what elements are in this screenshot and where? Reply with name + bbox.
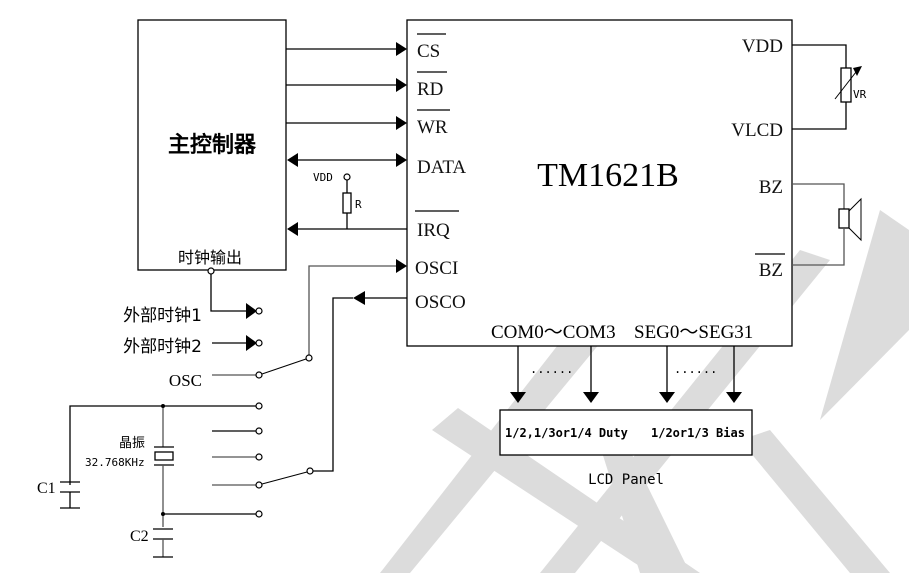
buzzer-body bbox=[838, 208, 850, 229]
bz-wire bbox=[792, 183, 845, 209]
ext-clock-2-label: 外部时钟2 bbox=[123, 337, 202, 357]
data-arrow-left bbox=[287, 153, 298, 167]
irq-arrow bbox=[287, 222, 298, 236]
crystal-node-2 bbox=[255, 427, 263, 435]
vlcd-wire bbox=[792, 102, 847, 130]
crystal: 晶振 32.768KHz bbox=[85, 404, 174, 527]
clock-output-label: 时钟输出 bbox=[178, 248, 242, 267]
main-controller-title: 主控制器 bbox=[168, 132, 257, 158]
wr-arrow bbox=[396, 116, 407, 130]
vdd-wire bbox=[792, 44, 847, 68]
crystal-node-3 bbox=[255, 453, 263, 461]
right-pins: VDD VLCD BZ BZ bbox=[731, 36, 785, 281]
resistor-r bbox=[342, 192, 352, 214]
oscillator-wiring bbox=[308, 259, 407, 472]
clock-selector: 外部时钟1 外部时钟2 OSC bbox=[69, 303, 314, 518]
lcd-panel-box bbox=[499, 409, 753, 456]
seg-arrow-last bbox=[726, 392, 742, 403]
pin-cs: CS bbox=[417, 41, 440, 62]
pin-data: DATA bbox=[417, 157, 466, 178]
ext-clock-2-node bbox=[255, 339, 263, 347]
vr-arrow bbox=[853, 66, 862, 76]
osci-wire bbox=[308, 265, 396, 356]
pin-vdd: VDD bbox=[742, 36, 783, 57]
c2-label: C2 bbox=[130, 528, 149, 545]
com-arrow-last bbox=[583, 392, 599, 403]
vr-label: VR bbox=[853, 88, 867, 101]
pin-osco: OSCO bbox=[415, 292, 466, 313]
crystal-node-1 bbox=[255, 402, 263, 410]
pin-wr: WR bbox=[417, 117, 448, 138]
pin-rd: RD bbox=[417, 79, 443, 100]
buzzer-cone bbox=[848, 197, 862, 242]
pin-com: COM0～COM3 bbox=[491, 322, 616, 343]
osci-switch-node bbox=[305, 354, 313, 362]
clock-output-node bbox=[207, 267, 215, 275]
vr-wiper bbox=[834, 71, 857, 100]
lcd-drive-lines: ...... ...... bbox=[510, 346, 742, 403]
capacitor-c1: C1 bbox=[37, 480, 80, 509]
ext-clock-2-arrow bbox=[246, 335, 257, 351]
vlcd-variable-resistor: VR bbox=[792, 44, 867, 130]
lcd-panel-label: LCD Panel bbox=[588, 472, 664, 488]
data-arrow-right bbox=[396, 153, 407, 167]
pin-osci: OSCI bbox=[415, 258, 458, 279]
lcd-bias-text: 1/2or1/3 Bias bbox=[651, 426, 745, 440]
crystal-frequency: 32.768KHz bbox=[85, 456, 145, 469]
seg-dots: ...... bbox=[674, 362, 717, 376]
osc-label: OSC bbox=[169, 371, 202, 390]
pin-seg: SEG0～SEG31 bbox=[634, 322, 753, 343]
buzzer bbox=[792, 183, 862, 266]
c1-top-wire bbox=[69, 405, 256, 485]
crystal-node-5 bbox=[255, 510, 263, 518]
watermark-stroke bbox=[740, 430, 890, 573]
pin-vlcd: VLCD bbox=[731, 120, 783, 141]
left-pins: CS RD WR DATA IRQ OSCI OSCO bbox=[415, 33, 466, 313]
pin-irq: IRQ bbox=[417, 220, 450, 241]
crystal-body bbox=[154, 451, 174, 461]
chip-name: TM1621B bbox=[537, 157, 679, 194]
osco-switch-lever[interactable] bbox=[261, 471, 308, 485]
junction-dot bbox=[161, 512, 165, 516]
crystal-node-4 bbox=[255, 481, 263, 489]
osco-arrow bbox=[353, 291, 365, 305]
resistor-r-label: R bbox=[355, 198, 362, 211]
vdd-node bbox=[343, 173, 351, 181]
pullup-vdd-label: VDD bbox=[313, 171, 333, 184]
pin-bz: BZ bbox=[759, 177, 783, 198]
chip-box bbox=[406, 19, 793, 347]
lcd-duty-text: 1/2,1/3or1/4 Duty bbox=[505, 426, 628, 440]
rd-arrow bbox=[396, 78, 407, 92]
ext-clock-1-node bbox=[255, 307, 263, 315]
watermark-stroke bbox=[595, 430, 690, 573]
watermark-stroke bbox=[820, 210, 909, 420]
osco-switch-node bbox=[306, 467, 314, 475]
osci-arrow bbox=[396, 259, 407, 273]
clock-output-wire bbox=[210, 274, 246, 312]
cs-arrow bbox=[396, 42, 407, 56]
ext-clock-1-label: 外部时钟1 bbox=[123, 306, 202, 326]
com-arrow-first bbox=[510, 392, 526, 403]
crystal-label: 晶振 bbox=[119, 436, 145, 451]
pin-bz-bar: BZ bbox=[759, 260, 783, 281]
osci-switch-lever[interactable] bbox=[261, 358, 307, 375]
seg-arrow-first bbox=[659, 392, 675, 403]
bz-bar-wire bbox=[792, 228, 845, 266]
irq-pullup: VDD R bbox=[313, 171, 362, 229]
capacitor-c2: C2 bbox=[130, 528, 173, 558]
com-dots: ...... bbox=[530, 362, 573, 376]
c1-label: C1 bbox=[37, 480, 56, 497]
bus-wires bbox=[286, 42, 407, 236]
ext-clock-1-arrow bbox=[246, 303, 257, 319]
osco-wire-down bbox=[313, 297, 353, 472]
osc-node bbox=[255, 371, 263, 379]
junction-dot bbox=[161, 404, 165, 408]
